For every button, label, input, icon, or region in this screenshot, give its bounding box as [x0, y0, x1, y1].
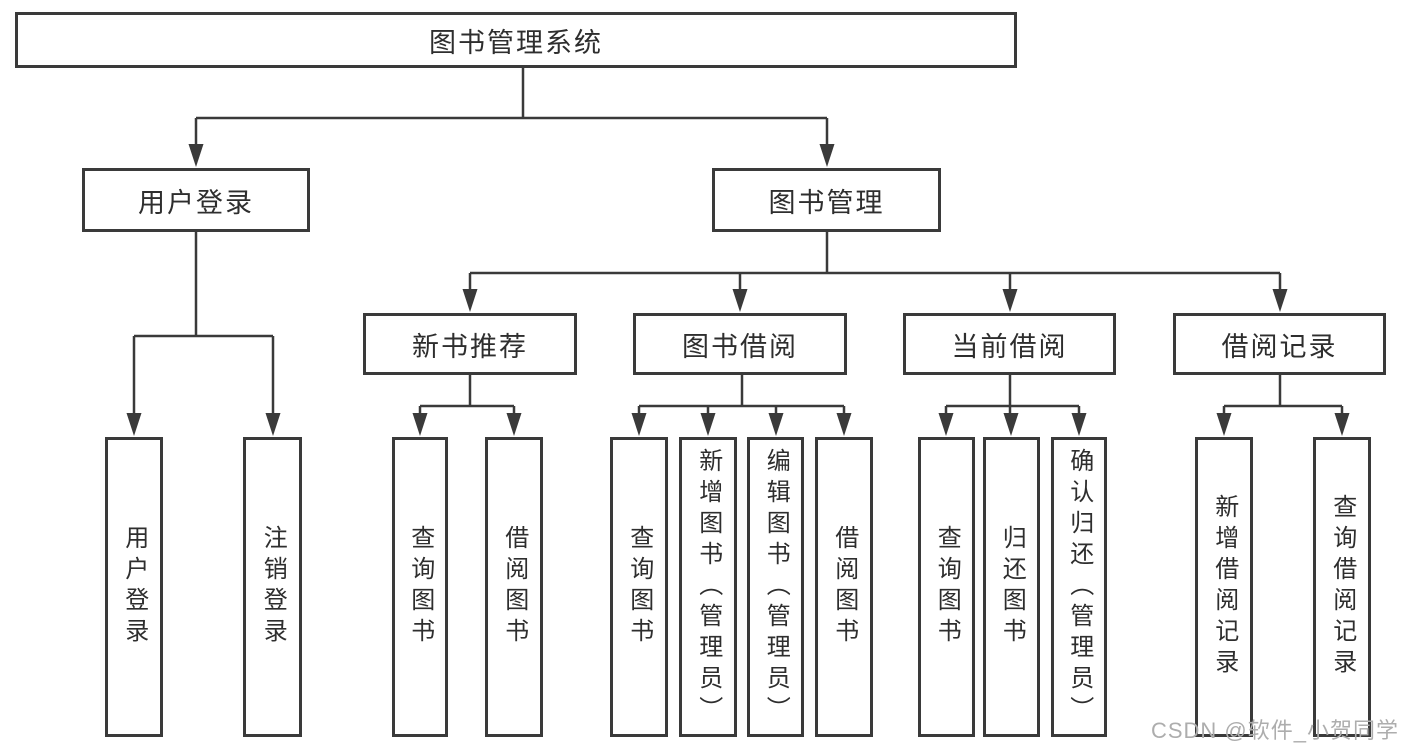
leaf-borrow-books-label: 借阅图书: [830, 525, 858, 649]
watermark-text: CSDN @软件_小贺同学: [1150, 718, 1399, 743]
node-book-management-label: 图书管理: [768, 187, 885, 218]
node-new-book-recommend: 新书推荐: [363, 313, 577, 375]
node-new-book-recommend-label: 新书推荐: [412, 331, 528, 362]
arrowhead-icon: [462, 289, 478, 312]
connector-userlogin-to-leaves: [132, 232, 275, 419]
arrowhead-icon: [819, 144, 835, 167]
leaf-user-login: 用户登录: [105, 437, 163, 737]
node-current-borrow: 当前借阅: [903, 313, 1116, 375]
node-borrow-records: 借阅记录: [1173, 313, 1386, 375]
connector-borrowrecords-to-leaves: [1222, 375, 1344, 419]
leaf-query-books-current: 查询图书: [918, 437, 975, 737]
leaf-borrow-books: 借阅图书: [815, 437, 873, 737]
arrowhead-icon: [265, 413, 281, 436]
leaf-edit-book-admin: 编辑图书（管理员）: [747, 437, 804, 737]
leaf-query-books-recommend-label: 查询图书: [406, 525, 434, 649]
leaf-confirm-return-admin-label: 确认归还（管理员）: [1065, 447, 1093, 727]
connector-bookborrow-to-leaves: [637, 375, 846, 419]
node-book-management: 图书管理: [712, 168, 941, 232]
leaf-query-borrow-record: 查询借阅记录: [1313, 437, 1371, 737]
node-root-system: 图书管理系统: [15, 12, 1017, 68]
leaf-edit-book-admin-label: 编辑图书（管理员）: [762, 447, 790, 727]
node-borrow-records-label: 借阅记录: [1221, 331, 1338, 362]
arrowheads: [126, 144, 1350, 436]
leaf-borrow-books-recommend: 借阅图书: [485, 437, 543, 737]
leaf-add-borrow-record-label: 新增借阅记录: [1210, 494, 1238, 680]
leaf-add-book-admin-label: 新增图书（管理员）: [694, 447, 722, 727]
node-root-label: 图书管理系统: [429, 27, 603, 58]
arrowhead-icon: [1003, 413, 1019, 436]
node-user-login: 用户登录: [82, 168, 310, 232]
leaf-return-book: 归还图书: [983, 437, 1040, 737]
node-book-borrow-label: 图书借阅: [682, 331, 798, 362]
connector-bookmgmt-to-level2: [468, 232, 1282, 295]
arrowhead-icon: [126, 413, 142, 436]
arrowhead-icon: [506, 413, 522, 436]
connector-root-to-level1: [194, 68, 829, 150]
node-user-login-label: 用户登录: [138, 187, 254, 218]
arrowhead-icon: [1216, 413, 1232, 436]
leaf-user-login-label: 用户登录: [120, 525, 148, 649]
connector-currentborrow-to-leaves: [944, 375, 1081, 419]
leaf-borrow-books-recommend-label: 借阅图书: [500, 525, 528, 649]
arrowhead-icon: [938, 413, 954, 436]
arrowhead-icon: [631, 413, 647, 436]
arrowhead-icon: [188, 144, 204, 167]
arrowhead-icon: [412, 413, 428, 436]
arrowhead-icon: [700, 413, 716, 436]
arrowhead-icon: [836, 413, 852, 436]
leaf-query-borrow-record-label: 查询借阅记录: [1328, 494, 1356, 680]
leaf-return-book-label: 归还图书: [998, 525, 1026, 649]
leaf-add-borrow-record: 新增借阅记录: [1195, 437, 1253, 737]
arrowhead-icon: [1272, 289, 1288, 312]
leaf-confirm-return-admin: 确认归还（管理员）: [1051, 437, 1107, 737]
arrowhead-icon: [768, 413, 784, 436]
leaf-logout: 注销登录: [243, 437, 302, 737]
arrowhead-icon: [1334, 413, 1350, 436]
arrowhead-icon: [1002, 289, 1018, 312]
node-book-borrow: 图书借阅: [633, 313, 847, 375]
node-current-borrow-label: 当前借阅: [951, 331, 1068, 362]
leaf-query-books-current-label: 查询图书: [933, 525, 961, 649]
arrowhead-icon: [1071, 413, 1087, 436]
leaf-logout-label: 注销登录: [259, 525, 287, 649]
leaf-add-book-admin: 新增图书（管理员）: [679, 437, 737, 737]
arrowhead-icon: [732, 289, 748, 312]
leaf-query-books-borrow: 查询图书: [610, 437, 668, 737]
leaf-query-books-borrow-label: 查询图书: [625, 525, 653, 649]
leaf-query-books-recommend: 查询图书: [392, 437, 448, 737]
connector-newbook-to-leaves: [418, 375, 516, 419]
